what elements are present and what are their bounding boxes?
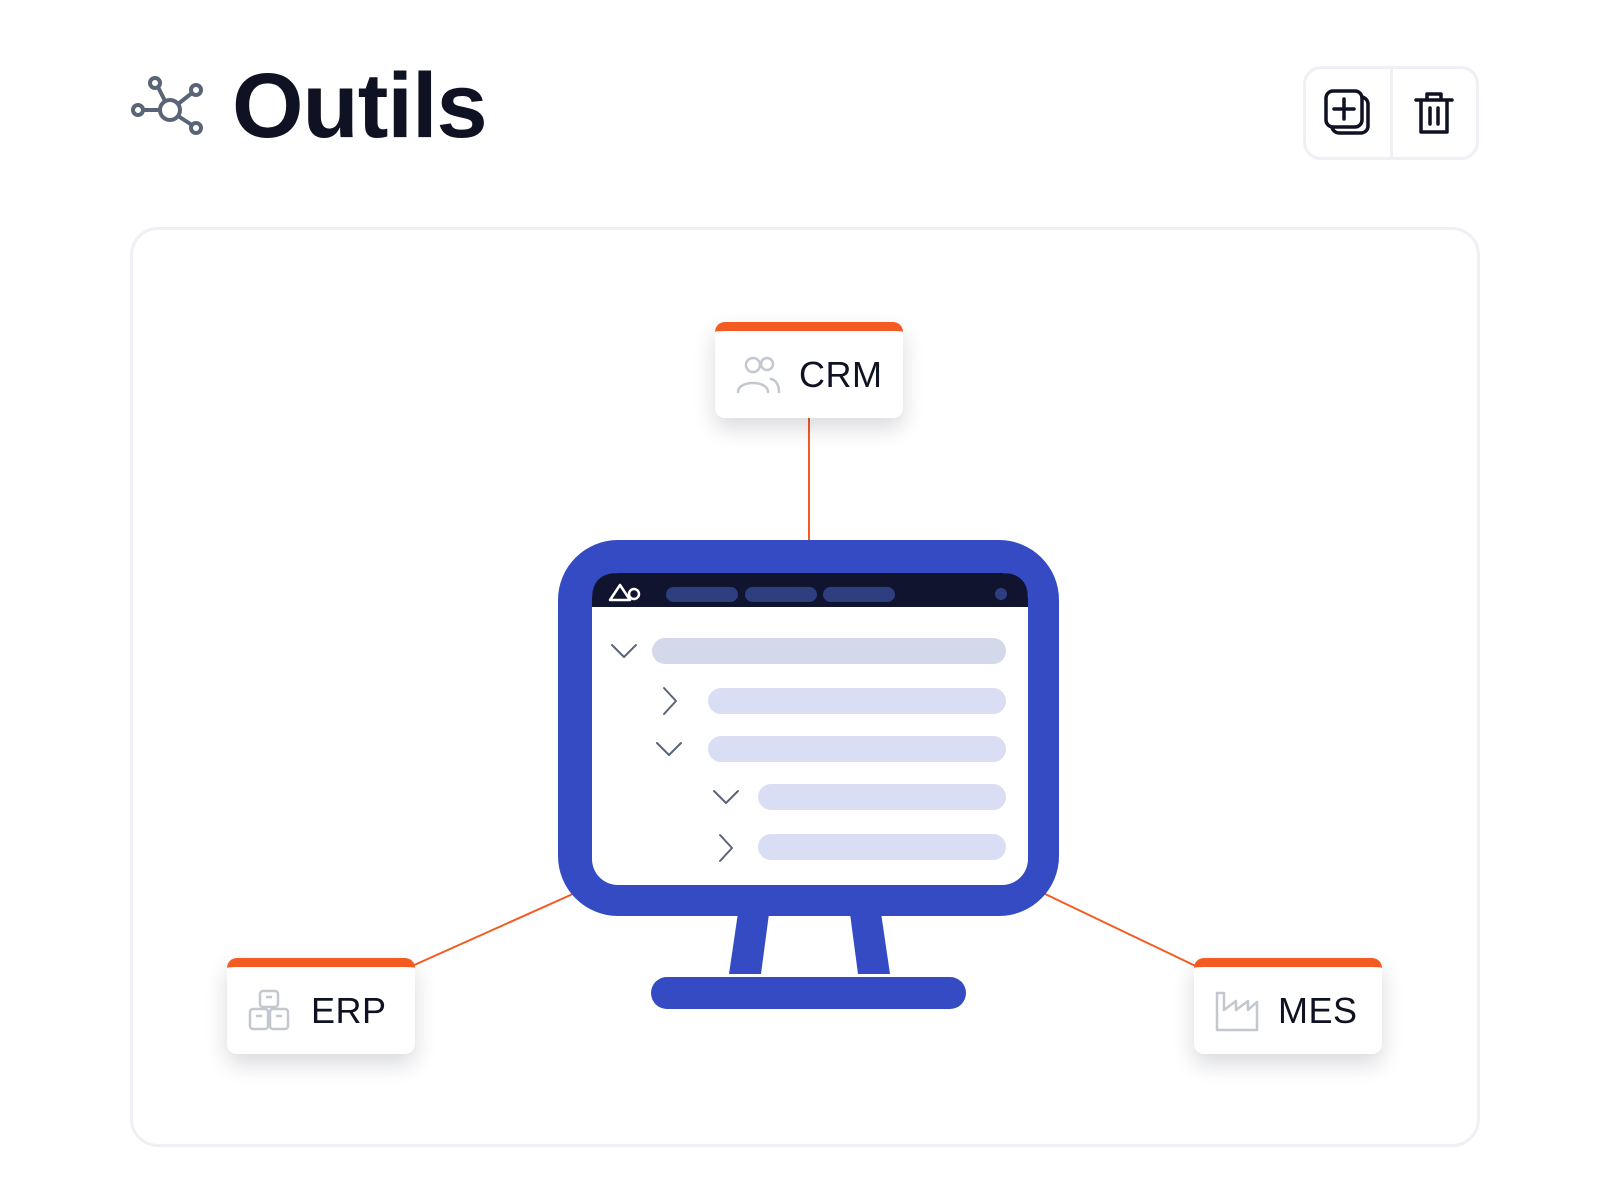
node-mes[interactable]: MES (1194, 958, 1382, 1054)
node-label: CRM (799, 353, 883, 395)
connector-erp (411, 892, 576, 967)
boxes-icon (248, 989, 290, 1030)
factory-icon (1215, 991, 1259, 1031)
delete-button[interactable] (1389, 69, 1477, 157)
toolbar (1303, 66, 1479, 160)
network-nodes-icon (131, 76, 203, 135)
add-copy-icon (1324, 89, 1370, 135)
node-crm[interactable]: CRM (715, 322, 903, 418)
chevron-down-icon (713, 790, 739, 804)
chevron-down-icon (656, 742, 682, 756)
chevron-down-icon (611, 644, 637, 658)
chevron-right-icon (719, 834, 733, 862)
connector-mes (1042, 892, 1205, 971)
chevron-right-icon (663, 687, 677, 715)
trash-icon (1414, 92, 1454, 134)
add-tool-button[interactable] (1306, 69, 1390, 157)
page-title: Outils (232, 55, 488, 157)
node-label: MES (1278, 989, 1358, 1031)
connection-diagram (411, 418, 1205, 1009)
monitor-icon (558, 540, 1059, 1009)
users-icon (736, 356, 781, 393)
node-label: ERP (311, 989, 387, 1031)
tree-row-bar (758, 784, 1006, 810)
tree-row-bar (708, 736, 1006, 762)
tree-row-bar (758, 834, 1006, 860)
node-erp[interactable]: ERP (227, 958, 415, 1054)
tree-row-bar (652, 638, 1006, 664)
tree-row-bar (708, 688, 1006, 714)
